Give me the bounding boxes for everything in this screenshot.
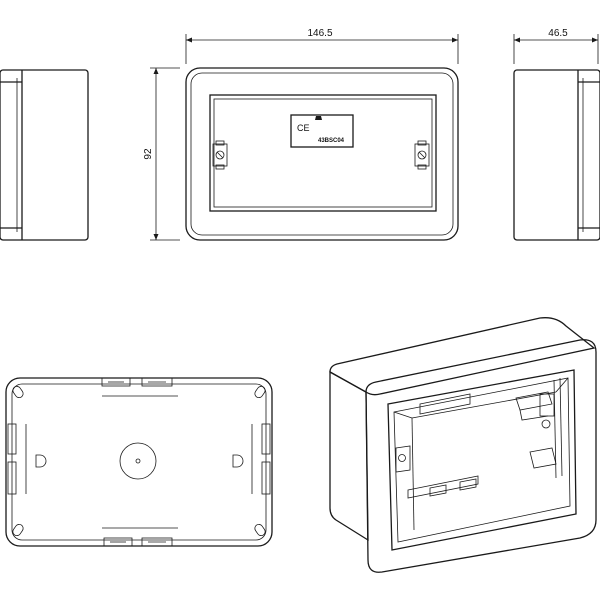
- back-view: [5, 377, 273, 547]
- ce-mark: CE: [297, 123, 310, 133]
- left-side-view: [0, 69, 89, 241]
- depth-dimension: 46.5: [548, 28, 568, 39]
- isometric-view: [329, 317, 597, 573]
- screw-lug-left: [212, 140, 228, 170]
- product-code: 43BSC04: [318, 138, 345, 144]
- right-side-view: 46.5: [513, 28, 600, 241]
- height-dimension: 92: [143, 148, 154, 160]
- width-dimension: 146.5: [307, 28, 332, 39]
- screw-lug-right: [414, 140, 430, 170]
- front-view: 146.5 92 CE 43BSC04: [143, 28, 459, 241]
- logo-icon: [315, 116, 322, 120]
